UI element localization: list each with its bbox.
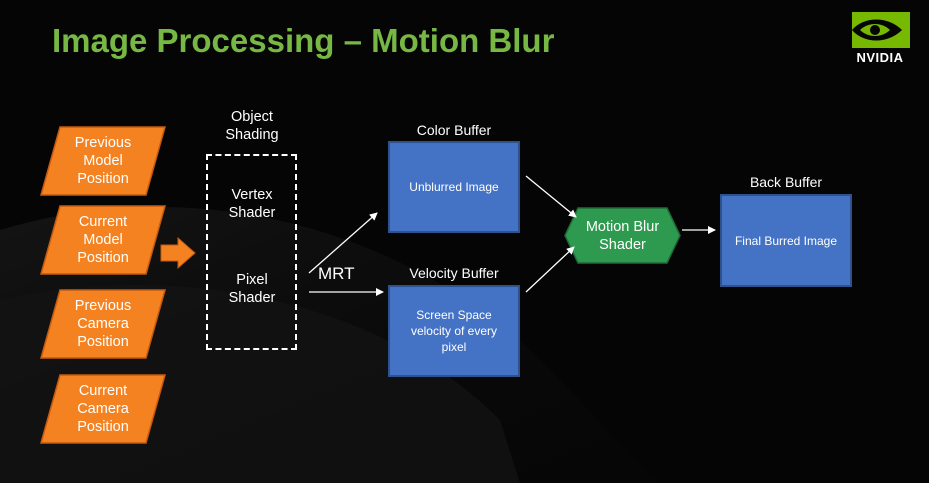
- mrt-label: MRT: [318, 264, 355, 283]
- logo-text: NVIDIA: [856, 50, 904, 65]
- input-label: Current Camera Position: [77, 383, 129, 435]
- motion-blur-shader-node: Motion Blur Shader: [564, 207, 681, 264]
- object-shading-box: [206, 154, 297, 350]
- input-previous-camera-position: Previous Camera Position: [40, 289, 166, 359]
- nvidia-logo: NVIDIA: [842, 10, 918, 68]
- motion-blur-shader-label: Motion Blur Shader: [585, 218, 660, 253]
- input-label: Previous Model Position: [74, 135, 132, 187]
- input-label: Current Model Position: [77, 214, 129, 266]
- slide-title: Image Processing – Motion Blur: [52, 22, 555, 59]
- color-buffer-box: Unblurred Image: [388, 141, 520, 233]
- nvidia-eye-icon: [852, 12, 910, 48]
- orange-arrow-icon: [160, 237, 196, 269]
- back-buffer-heading: Back Buffer: [749, 174, 823, 190]
- arrow-velocity-to-shader: [525, 246, 575, 293]
- input-current-camera-position: Current Camera Position: [40, 374, 166, 444]
- pixel-shader-label: Pixel Shader: [228, 272, 276, 306]
- velocity-buffer-heading: Velocity Buffer: [409, 265, 499, 281]
- input-previous-model-position: Previous Model Position: [40, 126, 166, 196]
- arrow-to-color-buffer: [308, 212, 378, 274]
- arrow-color-to-shader: [525, 175, 577, 218]
- input-current-model-position: Current Model Position: [40, 205, 166, 275]
- input-label: Previous Camera Position: [74, 298, 132, 350]
- color-buffer-heading: Color Buffer: [416, 122, 492, 138]
- velocity-buffer-box: Screen Space velocity of every pixel: [388, 285, 520, 377]
- back-buffer-box: Final Burred Image: [720, 194, 852, 287]
- vertex-shader-label: Vertex Shader: [228, 187, 276, 221]
- object-shading-heading: Object Shading: [225, 109, 279, 143]
